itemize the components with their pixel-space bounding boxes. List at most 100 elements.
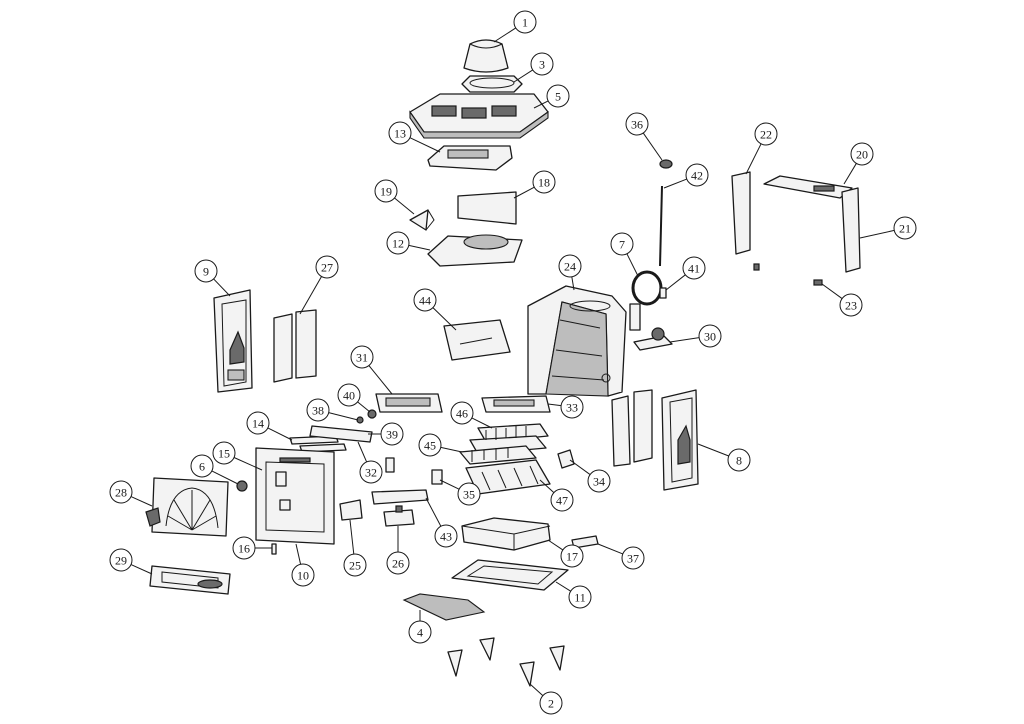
part-22-heat-shield (731, 171, 751, 255)
callout-leader (663, 178, 687, 189)
callout-6: 6 (190, 454, 239, 485)
callout-leader (547, 539, 564, 551)
callout-number: 33 (566, 401, 578, 415)
callout-39: 39 (368, 422, 404, 446)
part-42-rod (659, 185, 663, 267)
callout-44: 44 (413, 288, 457, 331)
callout-number: 2 (548, 697, 554, 711)
callout-43: 43 (425, 497, 458, 548)
callout-circle (374, 179, 398, 203)
callout-leader (394, 197, 415, 215)
part-callouts: 1234567891011121314151617181920212223242… (109, 10, 917, 715)
callout-number: 23 (845, 299, 857, 313)
callout-circle (610, 232, 634, 256)
callout-circle (291, 563, 315, 587)
callout-number: 28 (115, 486, 127, 500)
callout-number: 15 (218, 447, 230, 461)
callout-leader (439, 479, 460, 490)
callout-circle (246, 411, 270, 435)
callout-leader (665, 274, 686, 291)
callout-number: 40 (343, 389, 355, 403)
callout-leader (409, 137, 441, 153)
part-small-plate (629, 303, 641, 331)
callout-circle (546, 84, 570, 108)
callout-circle (434, 524, 458, 548)
callout-17: 17 (547, 539, 584, 568)
callout-circle (727, 448, 751, 472)
callout-number: 10 (297, 569, 309, 583)
callout-number: 45 (424, 439, 436, 453)
part-13-baffle (427, 145, 513, 171)
callout-26: 26 (386, 526, 410, 575)
part-29-ashpan-door (149, 565, 231, 595)
callout-number: 44 (419, 294, 431, 308)
part-7-rope-ring (631, 270, 663, 306)
callout-circle (532, 170, 556, 194)
callout-circle (408, 620, 432, 644)
callout-number: 3 (539, 58, 545, 72)
part-18-plate (457, 191, 517, 225)
callout-27: 27 (299, 255, 339, 315)
callout-leader (626, 253, 639, 277)
callout-33: 33 (547, 395, 584, 419)
callout-5: 5 (533, 84, 570, 109)
part-25-block (339, 499, 363, 521)
callout-18: 18 (513, 170, 556, 199)
callout-leader (440, 446, 463, 453)
part-2-legs (447, 637, 565, 687)
callout-leader (571, 276, 575, 291)
part-4-hearth-plate (402, 593, 486, 621)
callout-4: 4 (408, 610, 432, 644)
part-3-spigot-plate (461, 75, 523, 93)
callout-number: 34 (593, 475, 605, 489)
callout-20: 20 (843, 142, 874, 185)
part-36-knob (659, 159, 673, 169)
callout-circle (682, 256, 706, 280)
callout-circle (380, 422, 404, 446)
callout-23: 23 (821, 283, 863, 317)
callout-21: 21 (859, 216, 917, 240)
part-24-firebox (527, 285, 627, 397)
callout-number: 47 (556, 494, 568, 508)
callout-number: 38 (312, 404, 324, 418)
callout-circle (343, 553, 367, 577)
callout-leader (513, 69, 534, 83)
callout-number: 22 (760, 128, 772, 142)
callout-number: 1 (522, 16, 528, 30)
callout-16: 16 (232, 536, 272, 560)
part-43-bar (371, 489, 429, 505)
callout-number: 4 (417, 626, 423, 640)
callout-circle (558, 254, 582, 278)
callout-25: 25 (343, 519, 367, 577)
callout-31: 31 (350, 345, 393, 395)
callout-35: 35 (439, 479, 481, 506)
callout-number: 37 (627, 552, 639, 566)
part-16-clip (271, 543, 277, 555)
callout-14: 14 (246, 411, 293, 441)
callout-circle (550, 488, 574, 512)
callout-circle (685, 163, 709, 187)
callout-circle (190, 454, 214, 478)
callout-circle (386, 551, 410, 575)
callout-number: 14 (252, 417, 264, 431)
callout-leader (859, 229, 895, 239)
callout-number: 16 (238, 542, 250, 556)
callout-circle (587, 469, 611, 493)
part-27-bricks (273, 309, 317, 383)
callout-number: 30 (704, 330, 716, 344)
callout-number: 6 (199, 460, 205, 474)
callout-leader (357, 441, 368, 463)
part-5-top-plate (409, 93, 549, 139)
callout-45: 45 (418, 433, 463, 457)
part-9-side-panel (213, 289, 253, 393)
callout-circle (212, 441, 236, 465)
callout-circle (698, 324, 722, 348)
callout-41: 41 (665, 256, 706, 291)
callout-number: 25 (349, 559, 361, 573)
callout-leader (513, 186, 535, 199)
callout-leader (408, 244, 431, 251)
callout-number: 9 (203, 265, 209, 279)
callout-12: 12 (386, 231, 431, 255)
callout-circle (893, 216, 917, 240)
part-10-front-frame (255, 447, 335, 545)
